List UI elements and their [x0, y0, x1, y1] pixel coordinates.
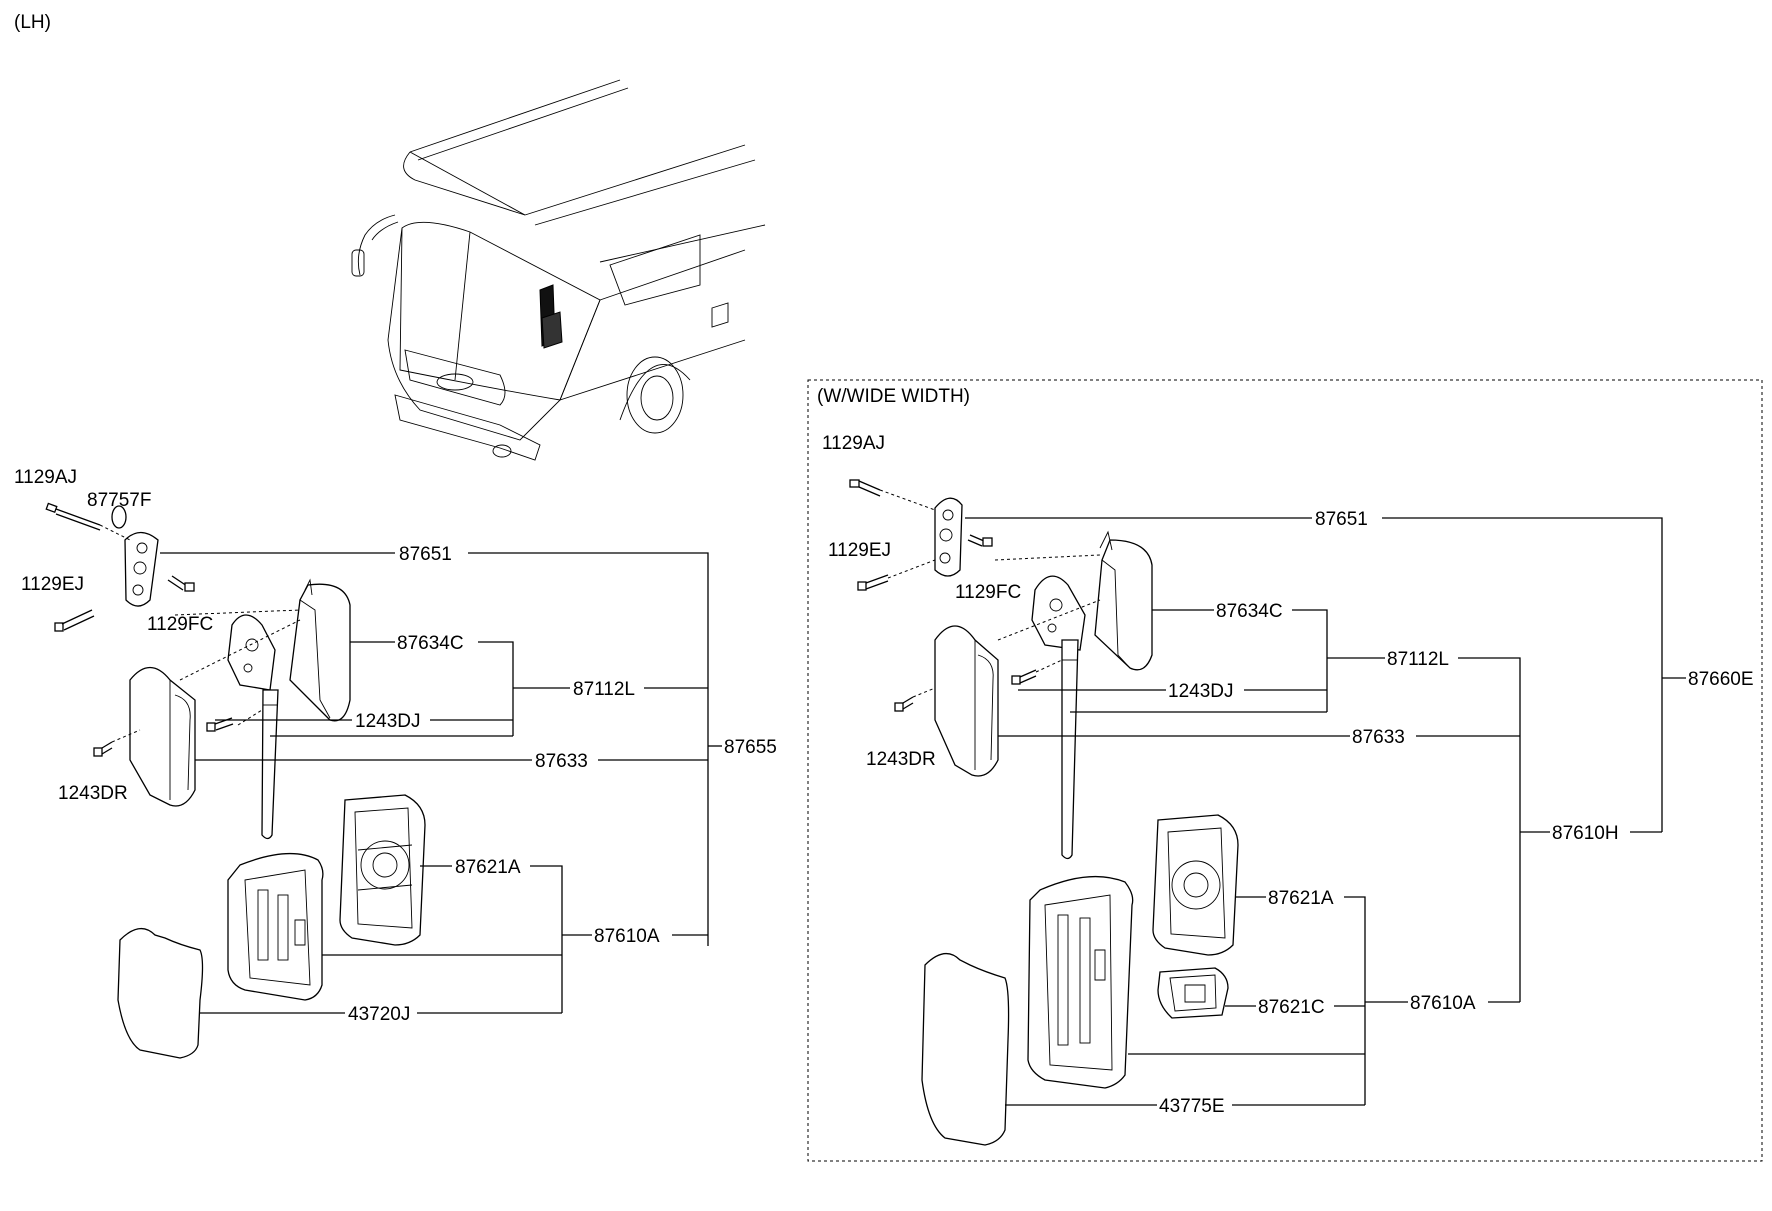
label-87621a-wide: 87621A	[1268, 888, 1334, 909]
bracket-87112l-wide	[1031, 575, 1086, 651]
label-1243dr: 1243DR	[58, 783, 128, 804]
label-87757f: 87757F	[87, 490, 151, 511]
cover-87633-wide	[934, 625, 999, 777]
mirror-cover-43720j	[117, 928, 204, 1059]
label-87655: 87655	[724, 737, 777, 758]
label-87621c-wide: 87621C	[1258, 997, 1325, 1018]
screw-1129ej-wide	[857, 574, 889, 591]
label-87610h-wide: 87610H	[1552, 823, 1619, 844]
base-plate-87651	[124, 531, 159, 607]
mirror-glass-87621a-wide	[1152, 814, 1239, 956]
left-leaders	[160, 552, 722, 1014]
label-87651: 87651	[399, 544, 452, 565]
right-parts	[849, 479, 1239, 1146]
label-1129fc: 1129FC	[147, 614, 213, 635]
label-1243dj-wide: 1243DJ	[1168, 681, 1234, 702]
label-1129ej-wide: 1129EJ	[828, 540, 891, 561]
o-ring-87757f	[111, 505, 127, 529]
label-43775e-wide: 43775E	[1159, 1096, 1225, 1117]
screw-1243dj-wide	[1011, 669, 1037, 685]
mirror-arm-rod-wide	[1061, 639, 1079, 860]
side-label: (LH)	[14, 12, 51, 33]
mirror-glass-87621a	[339, 794, 426, 946]
label-87112l-wide: 87112L	[1387, 649, 1449, 670]
screw-1129fc-wide	[967, 534, 993, 547]
label-1129aj-wide: 1129AJ	[822, 433, 885, 454]
label-1243dr-wide: 1243DR	[866, 749, 936, 770]
bus-illustration	[351, 79, 766, 461]
mirror-holder-87610a-wide	[1027, 875, 1134, 1089]
screw-1129aj	[45, 502, 101, 531]
mirror-glass-87621c-wide	[1157, 967, 1229, 1019]
label-87610a-wide: 87610A	[1410, 993, 1476, 1014]
bracket-87112l	[227, 614, 276, 691]
housing-87634c	[289, 578, 351, 722]
label-1243dj: 1243DJ	[355, 711, 421, 732]
label-87610a: 87610A	[594, 926, 660, 947]
screw-1243dj	[206, 717, 234, 732]
label-87660e-wide: 87660E	[1688, 669, 1754, 690]
screw-1129fc	[167, 575, 195, 592]
screw-1243dr-wide	[894, 696, 914, 712]
label-87634c-wide: 87634C	[1216, 601, 1283, 622]
label-87112l: 87112L	[573, 679, 635, 700]
label-1129aj: 1129AJ	[14, 467, 77, 488]
base-plate-87651-wide	[934, 497, 963, 577]
inset-wide-width-box	[807, 379, 1763, 1162]
cover-87633	[129, 666, 196, 807]
screw-1129aj-wide	[849, 479, 881, 497]
label-87634c: 87634C	[397, 633, 464, 654]
left-labels: 1129AJ 87757F 1129EJ 1129FC 87651 87634C…	[14, 467, 777, 1025]
screw-1129ej	[54, 609, 95, 632]
label-87621a: 87621A	[455, 857, 521, 878]
left-parts	[45, 502, 426, 1059]
inset-title: (W/WIDE WIDTH)	[817, 386, 970, 407]
mirror-arm-rod	[261, 689, 279, 840]
label-1129fc-wide: 1129FC	[955, 582, 1021, 603]
label-87633-wide: 87633	[1352, 727, 1405, 748]
right-labels: 1129AJ 1129EJ 1129FC 87651 87634C 87112L…	[822, 433, 1754, 1117]
label-43720j: 43720J	[348, 1004, 410, 1025]
mirror-cover-43775e-wide	[921, 953, 1010, 1146]
label-87633: 87633	[535, 751, 588, 772]
housing-87634c-wide	[1094, 530, 1153, 671]
right-leaders	[965, 517, 1686, 1106]
screw-1243dr	[93, 741, 113, 757]
label-1129ej: 1129EJ	[21, 574, 84, 595]
label-87651-wide: 87651	[1315, 509, 1368, 530]
mirror-holder-87610a	[227, 852, 324, 1001]
